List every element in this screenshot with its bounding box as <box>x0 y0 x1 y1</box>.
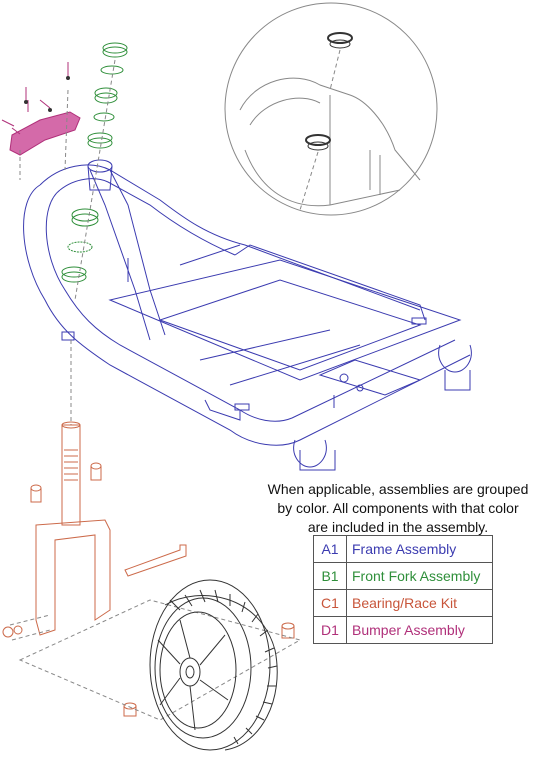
legend-row: B1 Front Fork Assembly <box>313 562 493 590</box>
detail-inset <box>224 2 438 216</box>
legend-code: C1 <box>313 589 347 617</box>
legend-name: Bumper Assembly <box>346 616 493 644</box>
legend-row: D1 Bumper Assembly <box>313 616 493 644</box>
legend-code: D1 <box>313 616 347 644</box>
legend-code: A1 <box>313 535 347 563</box>
bumper-assembly <box>1 62 81 180</box>
legend-name: Bearing/Race Kit <box>346 589 493 617</box>
legend-row: A1 Frame Assembly <box>313 535 493 563</box>
head-bearing-stack <box>61 42 128 301</box>
legend-name: Frame Assembly <box>346 535 493 563</box>
assembly-color-note: When applicable, assemblies are grouped … <box>267 481 529 535</box>
frame-assembly <box>23 164 472 471</box>
wheel-tire <box>149 579 278 751</box>
assembly-legend-table: A1 Frame Assembly B1 Front Fork Assembly… <box>313 535 493 644</box>
legend-name: Front Fork Assembly <box>346 562 493 590</box>
front-fork-assembly <box>2 340 302 721</box>
legend-row: C1 Bearing/Race Kit <box>313 589 493 617</box>
legend-code: B1 <box>313 562 347 590</box>
